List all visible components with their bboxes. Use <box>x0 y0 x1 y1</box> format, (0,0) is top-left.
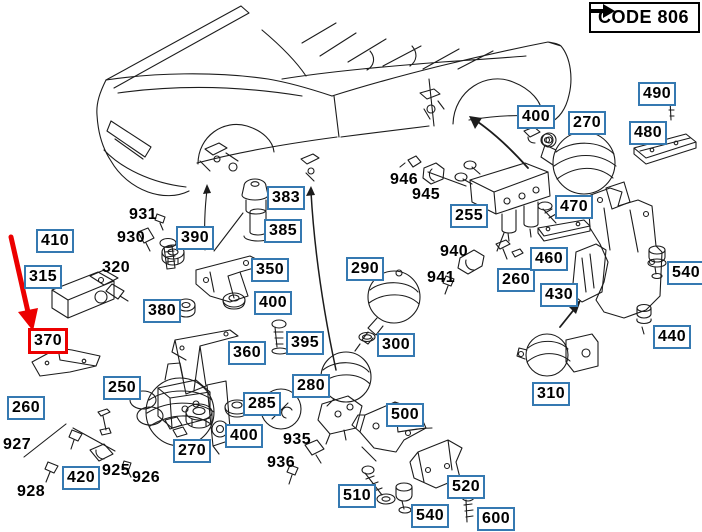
part-drawing-390 <box>161 244 185 266</box>
part-ref-946: 946 <box>390 171 419 188</box>
part-callout-490[interactable]: 490 <box>638 82 677 106</box>
part-ref-930: 930 <box>117 229 146 246</box>
code-badge: CODE 806 <box>588 2 700 33</box>
part-ref-935: 935 <box>283 431 312 448</box>
part-drawing-930 <box>137 227 155 252</box>
part-ref-320: 320 <box>102 259 131 276</box>
part-drawing-420 <box>185 403 213 429</box>
part-callout-510[interactable]: 510 <box>338 484 377 508</box>
part-drawing-320 <box>89 269 129 302</box>
part-callout-280[interactable]: 280 <box>292 374 331 398</box>
part-callout-440[interactable]: 440 <box>653 325 692 349</box>
part-callout-460[interactable]: 460 <box>530 247 569 271</box>
part-ref-941: 941 <box>427 269 456 286</box>
part-drawing-935 <box>304 439 325 464</box>
right-arrow-icon <box>590 4 615 18</box>
part-ref-931: 931 <box>129 206 158 223</box>
part-callout-500[interactable]: 500 <box>386 403 425 427</box>
part-ref-945: 945 <box>412 186 441 203</box>
part-callout-310[interactable]: 310 <box>532 382 571 406</box>
part-callout-520[interactable]: 520 <box>447 475 486 499</box>
part-ref-927: 927 <box>3 436 32 453</box>
part-callout-350[interactable]: 350 <box>251 258 290 282</box>
part-drawing-260-right <box>495 239 524 260</box>
part-drawing-300 <box>358 331 376 343</box>
part-drawing-936 <box>286 464 299 485</box>
part-callout-430[interactable]: 430 <box>540 283 579 307</box>
part-callout-260[interactable]: 260 <box>497 268 536 292</box>
part-callout-390[interactable]: 390 <box>176 226 215 250</box>
part-callout-260[interactable]: 260 <box>7 396 46 420</box>
part-ref-928: 928 <box>17 483 46 500</box>
highlight-arrow <box>8 234 38 331</box>
part-drawing-931 <box>154 213 166 231</box>
part-drawing-927 <box>68 429 83 450</box>
part-drawing-360 <box>171 329 239 395</box>
part-drawing-945 <box>422 162 445 185</box>
part-callout-290[interactable]: 290 <box>346 257 385 281</box>
part-ref-925: 925 <box>102 462 131 479</box>
part-callout-540[interactable]: 540 <box>667 261 702 285</box>
part-callout-270[interactable]: 270 <box>173 439 212 463</box>
part-callout-540[interactable]: 540 <box>411 504 450 528</box>
part-callout-380[interactable]: 380 <box>143 299 182 323</box>
part-drawing-925 <box>89 443 114 462</box>
part-drawing-940 <box>457 249 485 275</box>
part-drawing-430-large-bracket <box>587 187 663 319</box>
part-drawing-315 <box>51 271 115 319</box>
part-callout-315[interactable]: 315 <box>24 265 63 289</box>
rear-axle-unit <box>419 88 445 120</box>
part-drawing-941 <box>442 275 455 295</box>
firewall-unit <box>300 153 320 182</box>
part-drawing-260-left <box>97 408 112 436</box>
part-callout-270[interactable]: 270 <box>568 111 607 135</box>
part-ref-936: 936 <box>267 454 296 471</box>
part-drawing-926 <box>121 460 132 478</box>
part-callout-360[interactable]: 360 <box>228 341 267 365</box>
part-callout-420[interactable]: 420 <box>62 466 101 490</box>
part-drawing-470 <box>537 201 557 224</box>
part-drawing-250 <box>129 379 211 438</box>
part-callout-400[interactable]: 400 <box>254 291 293 315</box>
part-drawing-255 <box>454 160 551 242</box>
part-drawing-310 <box>516 333 599 377</box>
part-callout-300[interactable]: 300 <box>377 333 416 357</box>
part-drawing-540-right <box>647 245 667 280</box>
part-callout-400[interactable]: 400 <box>225 424 264 448</box>
part-callout-400[interactable]: 400 <box>517 105 556 129</box>
car-drawing <box>96 5 572 197</box>
part-callout-370-highlighted[interactable]: 370 <box>28 328 69 354</box>
part-callout-250[interactable]: 250 <box>103 376 142 400</box>
part-callout-255[interactable]: 255 <box>450 204 489 228</box>
part-callout-410[interactable]: 410 <box>36 229 75 253</box>
code-label: CODE 806 <box>597 7 689 27</box>
part-ref-926: 926 <box>132 469 161 486</box>
part-callout-285[interactable]: 285 <box>243 392 282 416</box>
part-callout-600[interactable]: 600 <box>477 507 516 531</box>
part-callout-383[interactable]: 383 <box>267 186 306 210</box>
part-ref-940: 940 <box>440 243 469 260</box>
part-drawing-440 <box>636 303 652 335</box>
part-drawing-520 <box>409 439 463 489</box>
part-callout-470[interactable]: 470 <box>555 195 594 219</box>
part-drawing-400-left <box>222 292 246 310</box>
part-drawing-290 <box>354 269 421 352</box>
part-drawing-928 <box>44 461 59 483</box>
part-callout-395[interactable]: 395 <box>286 331 325 355</box>
part-callout-480[interactable]: 480 <box>629 121 668 145</box>
part-callout-385[interactable]: 385 <box>264 219 303 243</box>
part-drawing-946 <box>399 155 422 168</box>
front-suspension-unit <box>199 142 239 172</box>
part-drawing-385 <box>243 208 273 242</box>
